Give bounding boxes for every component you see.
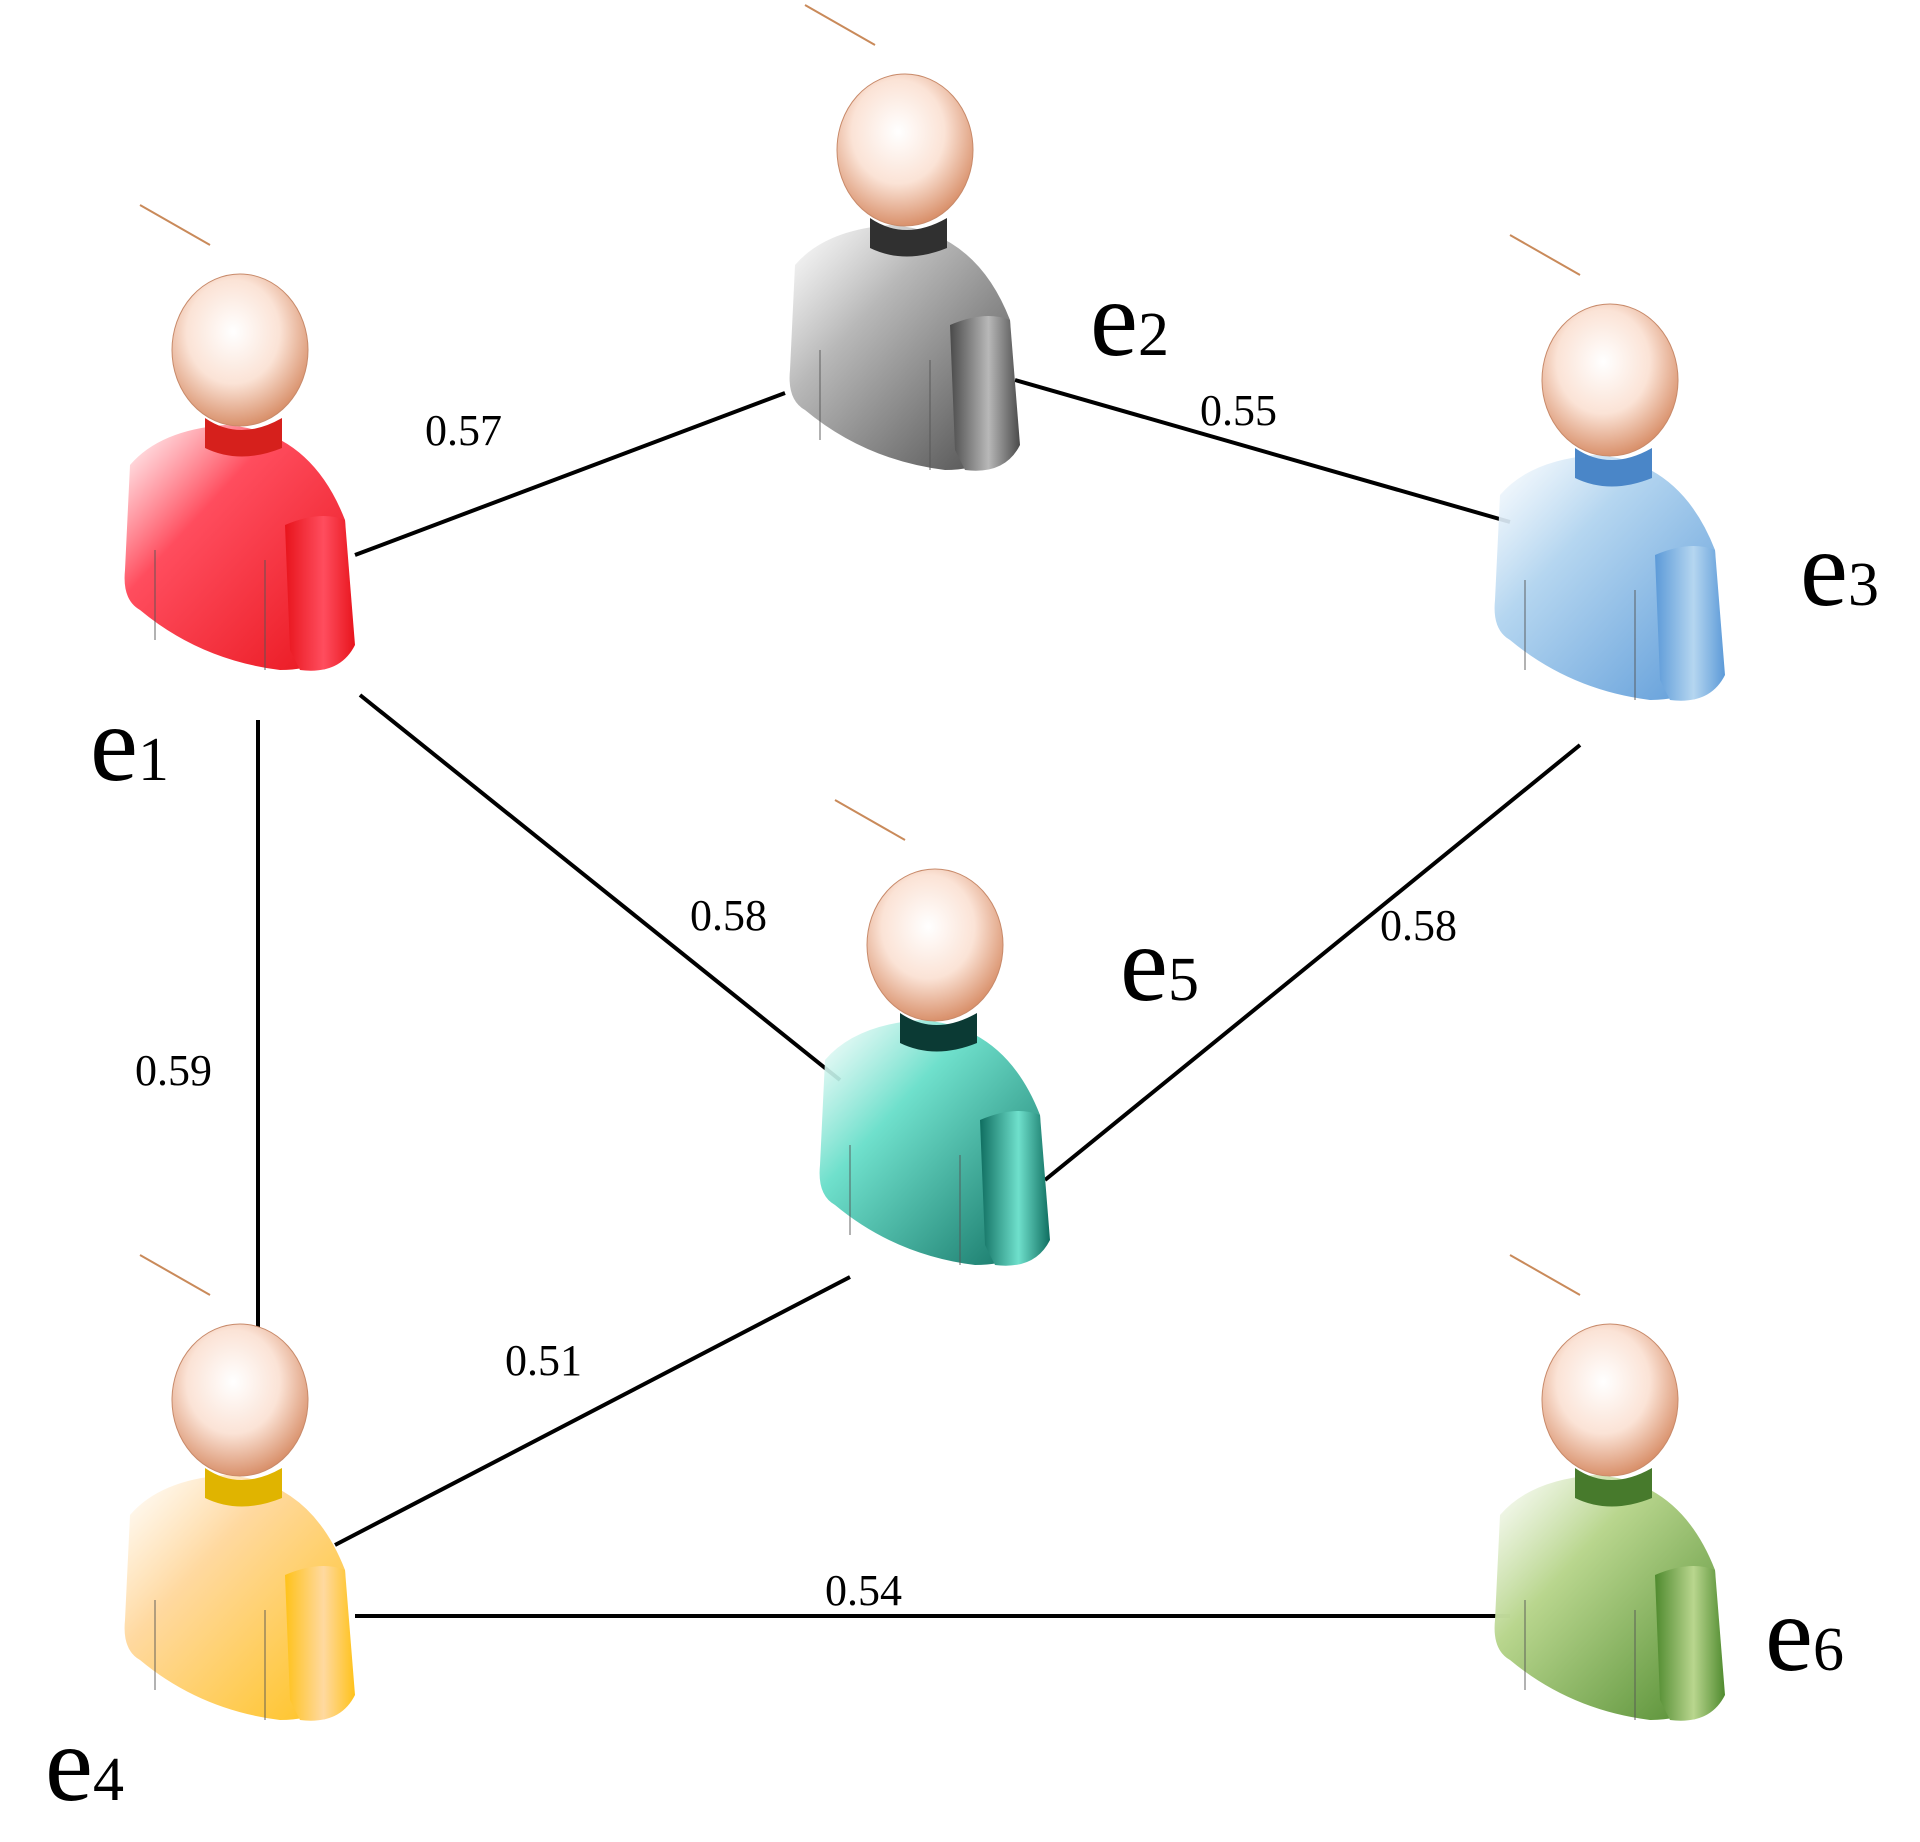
edge-weights: 0.57 0.55 0.58 0.58 0.59 0.51 0.54 <box>135 386 1457 1615</box>
collar-shape <box>205 1468 282 1507</box>
person-node-e3[interactable] <box>1494 234 1725 701</box>
edge-weight-e1-e2: 0.57 <box>425 406 502 455</box>
collar-shape <box>900 1013 977 1052</box>
person-node-e5[interactable] <box>819 799 1050 1266</box>
edge-e2-e3 <box>1014 378 1511 524</box>
node-label-e6: e6 <box>1765 1575 1844 1694</box>
node-label-e1: e1 <box>90 685 169 804</box>
arm-shape <box>1655 546 1725 701</box>
person-node-e1[interactable] <box>124 204 355 671</box>
antenna-mark <box>1509 234 1581 276</box>
node-label-e4: e4 <box>45 1705 124 1824</box>
edge-e1-e5 <box>358 693 842 1082</box>
person-node-e6[interactable] <box>1494 1254 1725 1721</box>
head-shape <box>1541 303 1679 457</box>
antenna-mark <box>139 1254 211 1296</box>
head-shape <box>836 73 974 227</box>
person-node-e2[interactable] <box>789 4 1020 471</box>
edge-e4-e5 <box>334 1275 851 1547</box>
node-label-e5: e5 <box>1120 905 1199 1024</box>
edge-e1-e2 <box>354 391 786 557</box>
node-label-e3: e3 <box>1800 510 1879 629</box>
head-shape <box>866 868 1004 1022</box>
antenna-mark <box>139 204 211 246</box>
arm-shape <box>950 316 1020 471</box>
antenna-mark <box>1509 1254 1581 1296</box>
collar-shape <box>205 418 282 457</box>
arm-shape <box>980 1111 1050 1266</box>
collar-shape <box>1575 1468 1652 1507</box>
arm-shape <box>285 1566 355 1721</box>
head-shape <box>171 273 309 427</box>
edge-weight-e1-e5: 0.58 <box>690 891 767 940</box>
node-labels: e1 e2 e3 e4 e5 e6 <box>45 260 1879 1824</box>
head-shape <box>171 1323 309 1477</box>
edge-weight-e4-e6: 0.54 <box>825 1566 902 1615</box>
edge-e3-e5 <box>1043 743 1582 1182</box>
arm-shape <box>1655 1566 1725 1721</box>
edge-weight-e4-e5: 0.51 <box>505 1336 582 1385</box>
nodes <box>124 4 1725 1721</box>
edge-weight-e2-e3: 0.55 <box>1200 386 1277 435</box>
antenna-mark <box>834 799 906 841</box>
node-label-e2: e2 <box>1090 260 1169 379</box>
edge-weight-e1-e4: 0.59 <box>135 1046 212 1095</box>
arm-shape <box>285 516 355 671</box>
antenna-mark <box>804 4 876 46</box>
edge-weight-e3-e5: 0.58 <box>1380 901 1457 950</box>
head-shape <box>1541 1323 1679 1477</box>
collar-shape <box>870 218 947 257</box>
person-node-e4[interactable] <box>124 1254 355 1721</box>
edges <box>256 378 1582 1618</box>
collar-shape <box>1575 448 1652 487</box>
